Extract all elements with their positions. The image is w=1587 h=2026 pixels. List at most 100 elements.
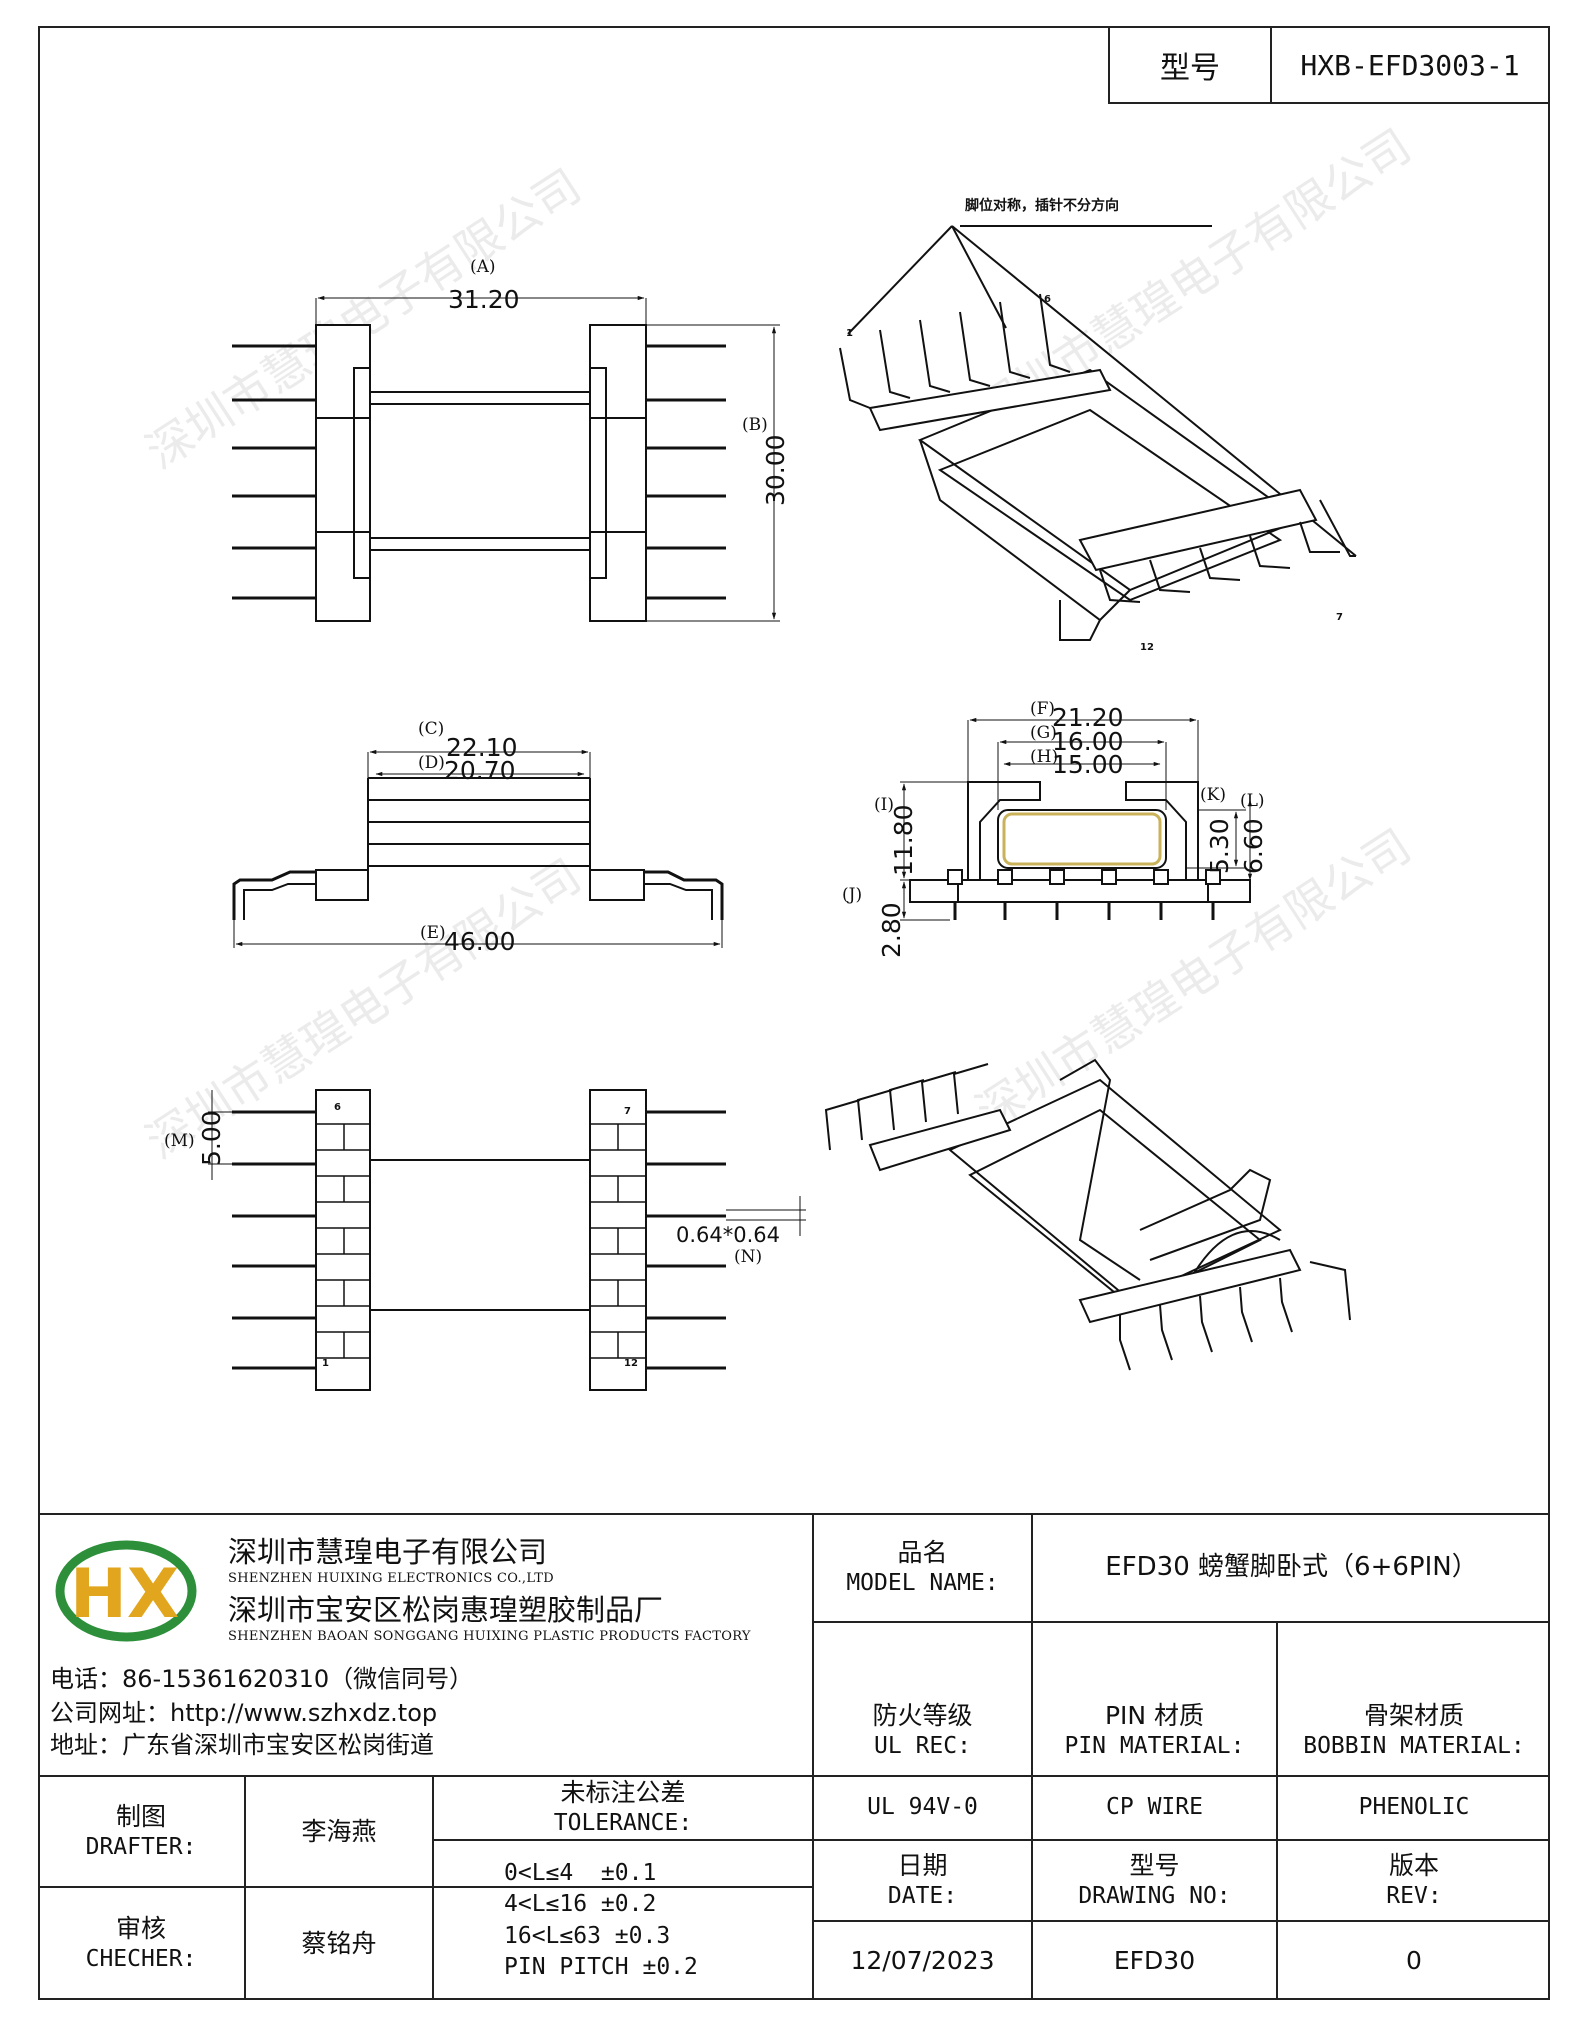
- dim-D-label: (D): [418, 753, 445, 773]
- bottom-view-right-pins: [646, 1110, 726, 1370]
- factory-name-cn: 深圳市宝安区松岗惠瑝塑胶制品厂: [228, 1593, 664, 1627]
- checker-header: 审核 CHECHER:: [38, 1888, 244, 2000]
- company-address: 地址：广东省深圳市宝安区松岗街道: [50, 1731, 434, 1759]
- factory-name-en: SHENZHEN BAOAN SONGGANG HUIXING PLASTIC …: [228, 1629, 751, 1644]
- bottom-view-flange-steps: [316, 1123, 646, 1359]
- drawing-no-header: 型号 DRAWING NO:: [1033, 1841, 1276, 1920]
- pin-number-7: 7: [1336, 612, 1343, 623]
- date-en: DATE:: [887, 1882, 958, 1909]
- model-name-value: EFD30 螃蟹脚卧式（6+6PIN）: [1105, 1552, 1478, 1583]
- rev-cn: 版本: [1388, 1850, 1439, 1880]
- dim-J-value: 2.80: [877, 902, 906, 958]
- drafter-header: 制图 DRAFTER:: [38, 1777, 244, 1886]
- model-name-cn: 品名: [897, 1538, 948, 1568]
- drawing-no-cn: 型号: [1129, 1850, 1180, 1880]
- dim-G-label: (G): [1030, 723, 1057, 743]
- drawing-frame: [38, 26, 1550, 2000]
- rev-header: 版本 REV:: [1278, 1841, 1550, 1920]
- drawing-no-en: DRAWING NO:: [1078, 1882, 1231, 1909]
- bobbin-material-value: PHENOLIC: [1358, 1794, 1470, 1821]
- company-logo: HX: [48, 1533, 198, 1657]
- drafter-value: 李海燕: [301, 1816, 377, 1846]
- bottom-pin-number-12: 12: [624, 1358, 638, 1369]
- isometric-view-bottom: [824, 1058, 1351, 1371]
- dim-D-value: 20.70: [444, 756, 516, 785]
- dim-M-value: 5.00: [197, 1110, 226, 1166]
- dim-B-value: 30.00: [761, 434, 790, 506]
- title-block-label: 型号: [1110, 28, 1272, 102]
- dim-H-value: 15.00: [1052, 750, 1124, 779]
- rev-en: REV:: [1386, 1882, 1442, 1909]
- logo-letters: HX: [70, 1555, 179, 1634]
- tolerance-cn: 未标注公差: [560, 1778, 686, 1808]
- bottom-pin-number-1: 1: [322, 1358, 329, 1369]
- dim-B-label: (B): [742, 415, 768, 435]
- pin-note: 脚位对称，插针不分方向: [965, 197, 1119, 214]
- iso-pins-top: [839, 293, 1112, 432]
- isometric-view-top: 脚位对称，插针不分方向: [839, 197, 1357, 641]
- dim-A-label: (A): [470, 257, 496, 277]
- bottom-view-left-pins: [232, 1110, 316, 1370]
- dim-N-label: (N): [734, 1247, 762, 1267]
- dim-F-label: (F): [1030, 699, 1055, 719]
- technical-drawing: 深圳市慧瑝电子有限公司 深圳市慧瑝电子有限公司 深圳市慧瑝电子有限公司 深圳市慧…: [137, 118, 1421, 1391]
- side-view: [900, 717, 1253, 921]
- model-name-header: 品名 MODEL NAME:: [814, 1515, 1031, 1621]
- date-value: 12/07/2023: [850, 1946, 995, 1975]
- checker-en: CHECHER:: [85, 1946, 197, 1973]
- checker-value: 蔡铭舟: [301, 1929, 377, 1958]
- drawing-no-value: EFD30: [1113, 1946, 1196, 1975]
- pin-material-en: PIN MATERIAL:: [1064, 1733, 1245, 1760]
- company-info: HX 深圳市慧瑝电子有限公司 SHENZHEN HUIXING ELECTRON…: [38, 1513, 812, 1775]
- tolerance-line: 0<L≤4 ±0.1: [504, 1859, 657, 1886]
- tolerance-values: 0<L≤4 ±0.1 4<L≤16 ±0.2 16<L≤63 ±0.3 PIN …: [434, 1841, 812, 2000]
- top-view: [232, 295, 780, 622]
- date-header: 日期 DATE:: [814, 1841, 1031, 1920]
- watermark-group: 深圳市慧瑝电子有限公司 深圳市慧瑝电子有限公司 深圳市慧瑝电子有限公司 深圳市慧…: [137, 118, 1421, 1169]
- ul-rec-header: 防火等级 UL REC:: [814, 1623, 1031, 1839]
- pin-material-cn: PIN 材质: [1104, 1701, 1205, 1731]
- title-block-model: HXB-EFD3003-1: [1300, 48, 1520, 82]
- watermark-text: 深圳市慧瑝电子有限公司: [967, 818, 1421, 1139]
- drafter-en: DRAFTER:: [85, 1833, 197, 1860]
- company-website: 公司网址：http://www.szhxdz.top: [50, 1699, 438, 1727]
- dim-N-value: 0.64*0.64: [676, 1223, 780, 1247]
- hx-logo-icon: HX: [55, 1540, 197, 1642]
- dim-I-value: 11.80: [889, 804, 918, 876]
- dim-H-label: (H): [1030, 747, 1058, 767]
- dim-L-label: (L): [1240, 791, 1265, 811]
- tolerance-en: TOLERANCE:: [553, 1810, 693, 1837]
- dim-I-label: (I): [874, 795, 894, 815]
- ul-rec-cn: 防火等级: [872, 1701, 973, 1731]
- drafter-cn: 制图: [115, 1801, 166, 1831]
- dim-C-label: (C): [418, 719, 444, 739]
- dim-A-value: 31.20: [448, 285, 520, 314]
- bobbin-material-en: BOBBIN MATERIAL:: [1303, 1733, 1525, 1760]
- pin-material-header: PIN 材质 PIN MATERIAL:: [1033, 1623, 1276, 1839]
- dim-J-label: (J): [842, 885, 862, 905]
- dim-E-value: 46.00: [444, 927, 516, 956]
- date-cn: 日期: [897, 1850, 948, 1880]
- title-table: HX 深圳市慧瑝电子有限公司 SHENZHEN HUIXING ELECTRON…: [38, 1513, 1550, 2000]
- company-phone: 电话：86-15361620310（微信同号）: [50, 1665, 474, 1693]
- company-name-en: SHENZHEN HUIXING ELECTRONICS CO.,LTD: [228, 1571, 554, 1586]
- dim-K-label: (K): [1200, 785, 1226, 805]
- bobbin-material-cn: 骨架材质: [1363, 1701, 1464, 1731]
- tolerance-line: 4<L≤16 ±0.2: [504, 1891, 657, 1918]
- ul-rec-en: UL REC:: [874, 1733, 971, 1760]
- dim-E-label: (E): [420, 923, 446, 943]
- pin-number-6: 6: [1044, 294, 1051, 305]
- title-block: 型号 HXB-EFD3003-1: [1108, 26, 1550, 104]
- bottom-pin-number-7: 7: [624, 1106, 631, 1117]
- dim-L-value: 6.60: [1239, 818, 1268, 874]
- pin-material-value: CP WIRE: [1106, 1794, 1203, 1821]
- company-name-cn: 深圳市慧瑝电子有限公司: [228, 1535, 548, 1569]
- model-name-en: MODEL NAME:: [846, 1570, 999, 1597]
- dim-G-value: 16.00: [1052, 727, 1124, 756]
- bobbin-material-header: 骨架材质 BOBBIN MATERIAL:: [1278, 1623, 1550, 1839]
- pin-number-1: 1: [846, 328, 853, 339]
- pin-number-12: 12: [1140, 642, 1154, 653]
- dim-F-value: 21.20: [1052, 703, 1124, 732]
- ul-rec-value: UL 94V-0: [867, 1794, 978, 1821]
- tolerance-line: 16<L≤63 ±0.3: [504, 1922, 671, 1949]
